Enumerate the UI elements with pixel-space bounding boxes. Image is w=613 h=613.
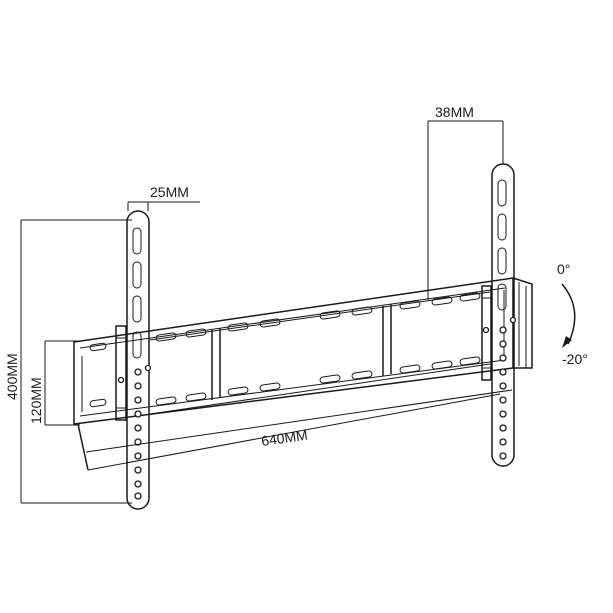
- tilt-arrow-head-icon: [562, 336, 572, 348]
- tilt-bottom-label: -20°: [562, 351, 588, 367]
- wall-plate-slots: [89, 292, 481, 408]
- dimension-depth-min-label: 25MM: [150, 184, 189, 200]
- dimension-width-max-label: 640MM: [260, 427, 308, 449]
- tilt-indicator: 0° -20°: [557, 261, 588, 367]
- wall-plate: [73, 277, 533, 471]
- dimension-depth-max: 38MM: [427, 104, 504, 300]
- dimension-depth-min: 25MM: [127, 184, 200, 211]
- tilt-arc-arrow: [561, 283, 576, 345]
- dimension-width-max: 640MM: [85, 389, 513, 453]
- tilt-top-label: 0°: [557, 261, 570, 277]
- dimension-height-max-label: 400MM: [4, 353, 20, 400]
- dimension-depth-max-label: 38MM: [435, 104, 474, 120]
- dimension-height-max: 400MM: [4, 219, 132, 504]
- dimension-height-min-label: 120MM: [28, 377, 44, 424]
- right-arm: [481, 163, 517, 467]
- dimension-height-min: 120MM: [28, 340, 80, 426]
- left-arm: [115, 210, 152, 510]
